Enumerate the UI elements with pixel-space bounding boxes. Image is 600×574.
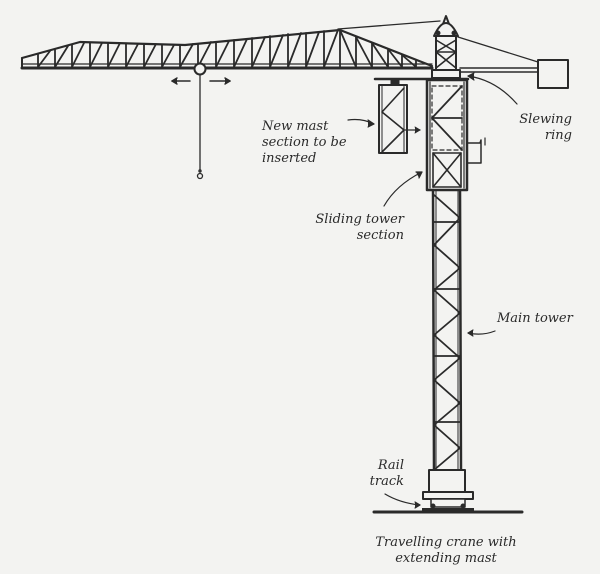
caption-line1: Travelling crane with <box>375 535 517 550</box>
label-new-mast-section: New mast section to be inserted <box>262 119 364 167</box>
label-sliding-tower-line1: Sliding tower <box>315 212 404 227</box>
label-main-tower: Main tower <box>497 311 573 327</box>
sliding-tower-section <box>425 78 486 192</box>
new-mast-section <box>378 78 421 154</box>
label-sliding-tower-line2: section <box>356 228 404 243</box>
label-rail-track-line1: Rail <box>377 458 404 473</box>
jib-truss <box>20 28 434 70</box>
trolley-hook <box>193 62 207 180</box>
counterweight <box>537 59 569 89</box>
label-new-mast-line3: inserted <box>262 151 317 166</box>
counter-jib <box>459 59 569 89</box>
label-rail-track-line2: track <box>369 474 404 489</box>
label-rail-track: Rail track <box>362 458 404 490</box>
main-tower <box>431 188 463 472</box>
tower-head <box>431 15 461 79</box>
caption-line2: extending mast <box>395 551 497 566</box>
label-new-mast-line1: New mast <box>262 119 329 134</box>
label-slewing-ring-line1: Slewing <box>519 112 572 127</box>
tower-base <box>422 469 474 509</box>
rail-track <box>372 508 524 514</box>
leader-lines <box>347 72 518 509</box>
label-slewing-ring-line2: ring <box>544 128 572 143</box>
label-sliding-tower-section: Sliding tower section <box>300 212 404 244</box>
trolley-direction-arrows <box>171 77 231 85</box>
jib-ties <box>337 20 539 63</box>
label-new-mast-line2: section to be <box>262 135 347 150</box>
figure-caption: Travelling crane with extending mast <box>366 535 526 567</box>
label-main-tower-line1: Main tower <box>497 311 573 326</box>
label-slewing-ring: Slewing ring <box>510 112 572 144</box>
